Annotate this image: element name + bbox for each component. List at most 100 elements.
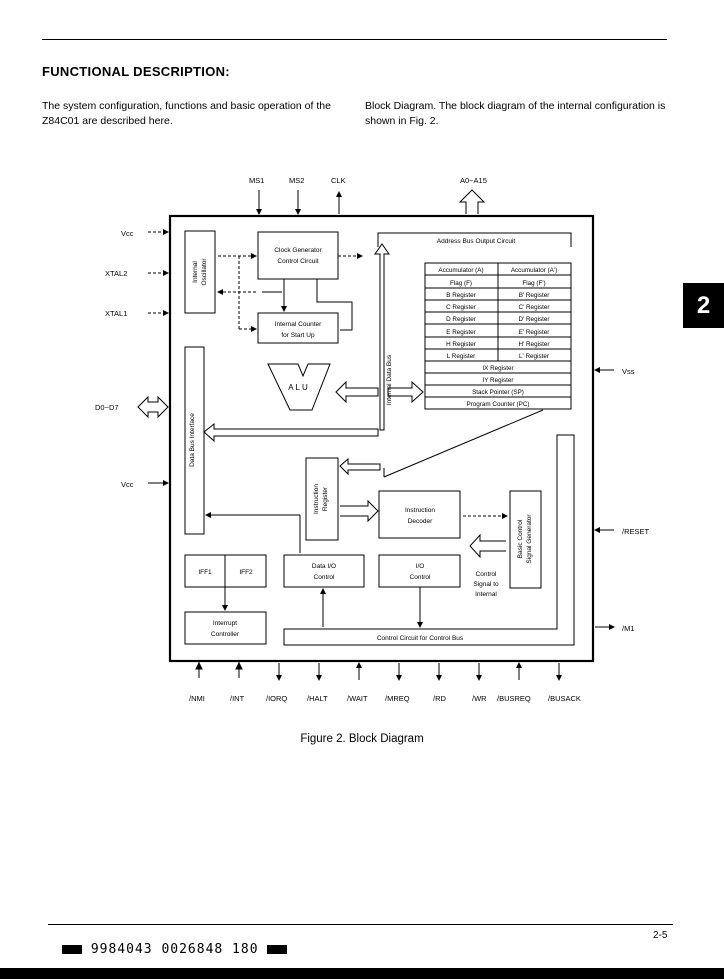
pin-clk: CLK bbox=[331, 176, 346, 185]
counter-label-2: for Start Up bbox=[281, 332, 315, 339]
instruction-decoder-block bbox=[378, 490, 461, 539]
basic-control-label-2: Signal Generator bbox=[526, 514, 533, 564]
internal-counter-block bbox=[257, 312, 339, 344]
instr-decoder-label-1: Instruction bbox=[405, 507, 435, 514]
interrupt-label-2: Controller bbox=[211, 631, 240, 638]
io-control-label-1: I/O bbox=[416, 563, 425, 570]
interrupt-controller-block bbox=[184, 611, 267, 645]
instruction-register-block bbox=[305, 457, 339, 541]
barcode-line: 9984043 0026848 180 bbox=[62, 942, 288, 957]
top-rule bbox=[42, 39, 667, 40]
data-bus-interface-label: Data Bus Interface bbox=[189, 413, 196, 467]
basic-control-block bbox=[509, 490, 542, 589]
io-control-label-2: Control bbox=[410, 574, 432, 581]
internal-oscillator-block bbox=[184, 230, 216, 314]
instr-decoder-label-2: Decoder bbox=[408, 518, 433, 525]
reg-c: C Register bbox=[446, 304, 476, 311]
reg-f: Flag (F) bbox=[450, 280, 472, 287]
control-bus-label: Control Circuit for Control Bus bbox=[377, 635, 464, 642]
reg-e-prime: E' Register bbox=[519, 329, 550, 336]
pin-halt: /HALT bbox=[307, 694, 328, 703]
figure-caption: Figure 2. Block Diagram bbox=[300, 733, 424, 745]
pin-reset: /RESET bbox=[622, 527, 650, 536]
interrupt-label-1: Interrupt bbox=[213, 620, 237, 627]
internal-data-bus-label: Internal Data Bus bbox=[386, 354, 393, 405]
intro-left-paragraph: The system configuration, functions and … bbox=[42, 100, 331, 127]
reg-d: D Register bbox=[446, 316, 476, 323]
reg-a-prime: Accumulator (A') bbox=[511, 267, 557, 274]
control-signal-label-2: Signal to bbox=[473, 581, 499, 588]
page-number: 2-5 bbox=[653, 930, 668, 941]
instr-register-label-2: Register bbox=[322, 486, 329, 511]
pin-xtal2: XTAL2 bbox=[105, 269, 127, 278]
basic-control-label-1: Basic Control bbox=[517, 519, 524, 558]
chip-outline bbox=[168, 214, 595, 663]
oscillator-label-1: Internal bbox=[192, 261, 199, 283]
barcode-text: 9984043 0026848 180 bbox=[90, 942, 259, 957]
barcode-block-left bbox=[62, 945, 82, 954]
control-bus-block bbox=[283, 434, 575, 646]
pin-wait: /WAIT bbox=[347, 694, 368, 703]
reg-b: B Register bbox=[446, 292, 475, 299]
chapter-tab: 2 bbox=[683, 283, 724, 328]
reg-iy: IY Register bbox=[482, 377, 513, 384]
reg-f-prime: Flag (F') bbox=[522, 280, 545, 287]
reg-d-prime: D' Register bbox=[519, 316, 550, 323]
pin-vss: Vss bbox=[622, 367, 635, 376]
reg-l: L Register bbox=[447, 353, 475, 360]
pin-ms2: MS2 bbox=[289, 176, 304, 185]
pin-int: /INT bbox=[230, 694, 245, 703]
data-bus-interface-block bbox=[184, 346, 205, 535]
instr-register-label-1: Instruction bbox=[313, 484, 320, 514]
address-bus-label: Address Bus Output Circuit bbox=[437, 238, 516, 245]
pin-wr: /WR bbox=[472, 694, 487, 703]
pin-rd: /RD bbox=[433, 694, 447, 703]
address-bus-output-block bbox=[377, 232, 572, 247]
data-io-block bbox=[283, 554, 365, 588]
io-control-block bbox=[378, 554, 461, 588]
reg-ix: IX Register bbox=[482, 365, 513, 372]
intro-right-text: The block diagram of the internal config… bbox=[365, 100, 666, 127]
clock-generator-block bbox=[257, 231, 339, 280]
reg-pc: Program Counter (PC) bbox=[467, 401, 530, 408]
reg-h: H Register bbox=[446, 341, 476, 348]
data-bus-pin-arrow bbox=[137, 395, 169, 419]
control-signal-label-3: Internal bbox=[475, 591, 497, 598]
iff2-label: IFF2 bbox=[239, 569, 253, 576]
pin-mreq: /MREQ bbox=[385, 694, 410, 703]
pin-data: D0~D7 bbox=[95, 403, 119, 412]
data-io-label-2: Control bbox=[314, 574, 336, 581]
clock-gen-label-1: Clock Generator bbox=[274, 247, 322, 254]
address-bus-arrow bbox=[458, 189, 486, 214]
pin-m1: /M1 bbox=[622, 624, 635, 633]
intro-right-lead: Block Diagram. bbox=[365, 100, 437, 112]
pin-ms1: MS1 bbox=[249, 176, 264, 185]
section-heading: FUNCTIONAL DESCRIPTION: bbox=[42, 64, 230, 79]
barcode-block-right bbox=[267, 945, 288, 954]
alu-block bbox=[267, 363, 331, 411]
data-io-label-1: Data I/O bbox=[312, 563, 336, 570]
pin-iorq: /IORQ bbox=[266, 694, 287, 703]
control-signal-label-1: Control bbox=[476, 571, 498, 578]
reg-l-prime: L' Register bbox=[519, 353, 549, 360]
iff1-label: IFF1 bbox=[198, 569, 212, 576]
clock-gen-label-2: Control Circuit bbox=[277, 258, 318, 265]
oscillator-label-2: Oscillator bbox=[201, 258, 208, 286]
pin-vcc-bottom: Vcc bbox=[121, 480, 134, 489]
pin-busreq: /BUSREQ bbox=[497, 694, 531, 703]
reg-e: E Register bbox=[446, 329, 475, 336]
pin-nmi: /NMI bbox=[189, 694, 205, 703]
alu-label: ALU bbox=[288, 383, 310, 392]
reg-c-prime: C' Register bbox=[519, 304, 550, 311]
pin-vcc-top: Vcc bbox=[121, 229, 134, 238]
reg-h-prime: H' Register bbox=[519, 341, 550, 348]
intro-right-paragraph: Block Diagram. The block diagram of the … bbox=[365, 99, 675, 129]
pin-address: A0~A15 bbox=[460, 176, 487, 185]
register-grid-lines bbox=[425, 263, 571, 398]
counter-label-1: Internal Counter bbox=[275, 321, 322, 328]
reg-a: Accumulator (A) bbox=[438, 267, 483, 274]
reg-b-prime: B' Register bbox=[519, 292, 550, 299]
bottom-rule bbox=[48, 924, 673, 925]
reg-sp: Stack Pointer (SP) bbox=[472, 389, 524, 396]
